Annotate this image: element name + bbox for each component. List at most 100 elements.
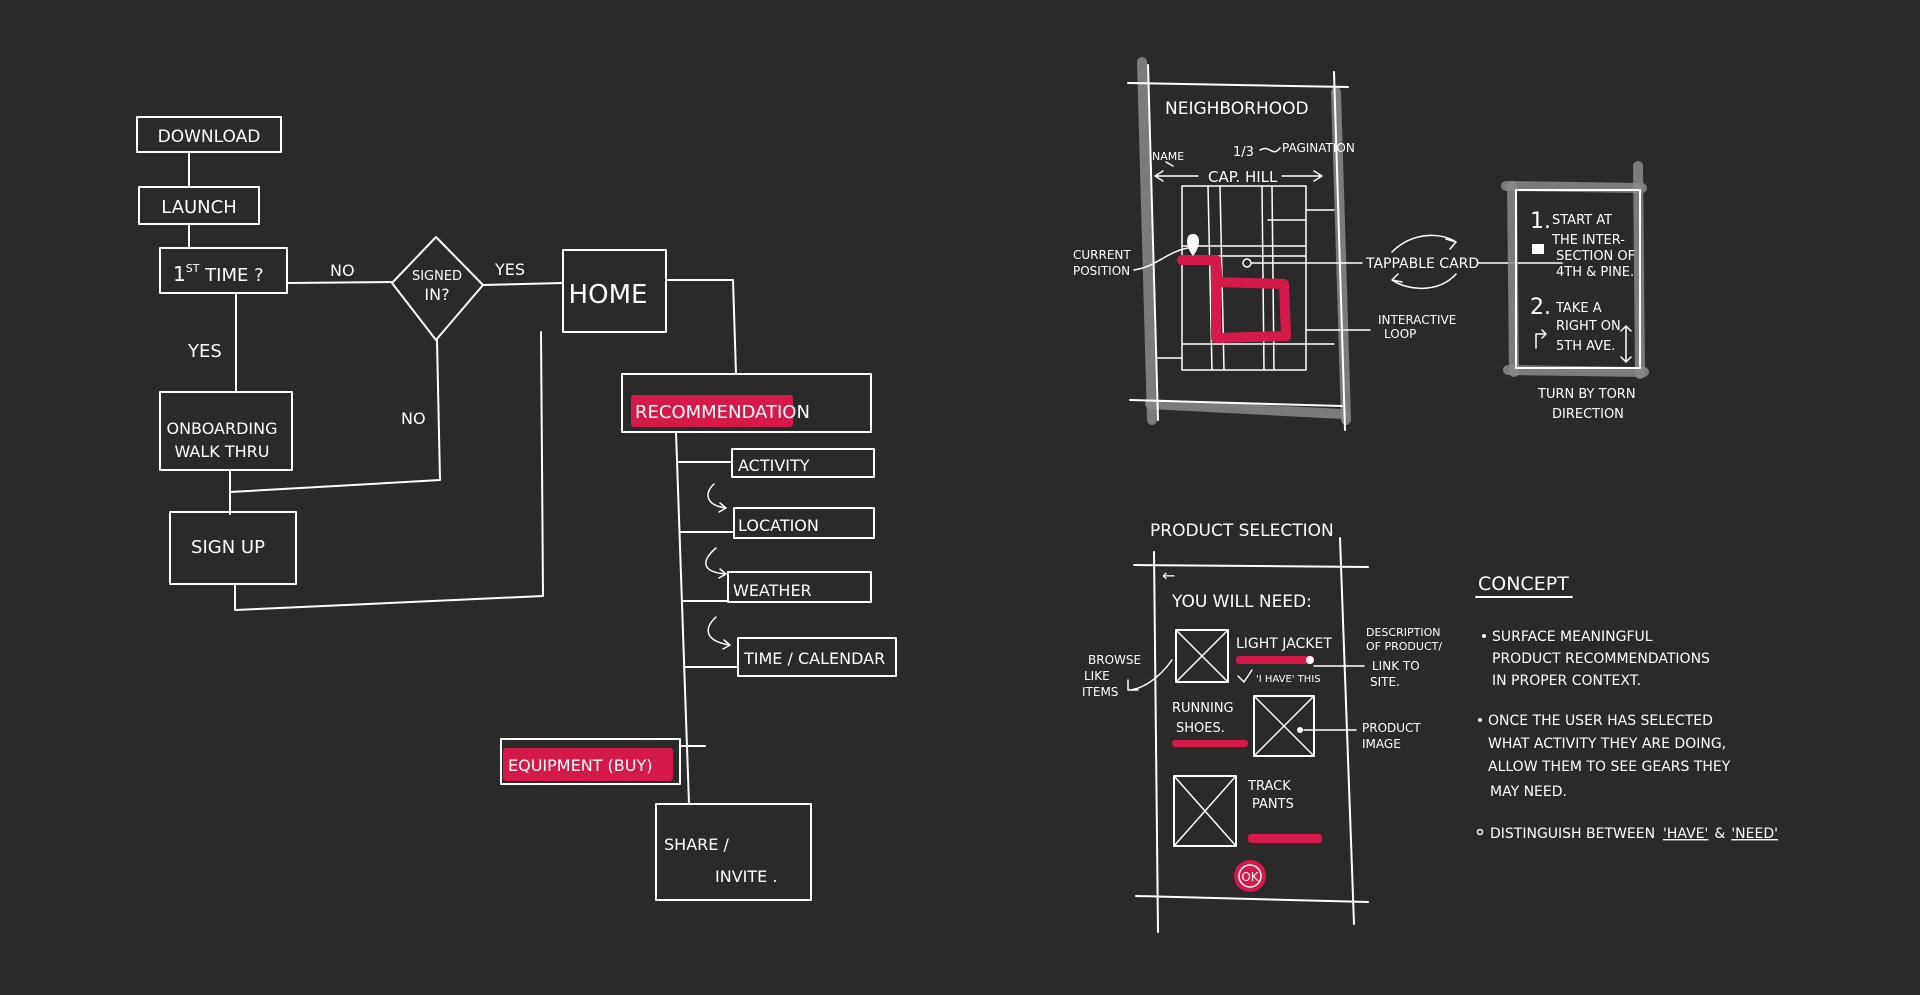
turn-caption-line1: TURN BY TORN (1537, 387, 1636, 402)
flow-arrow-3 (707, 616, 731, 646)
browse-pointer (1127, 659, 1173, 691)
step2-number: 2. (1530, 295, 1551, 320)
card-marker-bottom (1503, 365, 1649, 377)
bullet-2-line3: ALLOW THEM TO SEE GEARS THEY (1488, 759, 1731, 775)
you-will-need-label: YOU WILL NEED: (1171, 592, 1312, 612)
product-top-edge (1133, 564, 1369, 568)
first-time-label: 1ST TIME ? (173, 262, 264, 286)
browse-line3: ITEMS (1082, 685, 1118, 699)
bullet-1-line2: PRODUCT RECOMMENDATIONS (1492, 651, 1710, 667)
invite-label: INVITE . (715, 867, 777, 886)
activity-label: ACTIVITY (738, 456, 810, 475)
activity-node: ACTIVITY (677, 448, 875, 478)
light-jacket-link-dot (1306, 656, 1314, 664)
equipment-node: EQUIPMENT (BUY) (500, 738, 706, 785)
checkmark-icon[interactable] (1237, 669, 1253, 683)
time-calendar-node: TIME / CALENDAR (683, 637, 897, 677)
first-time-node: 1ST TIME ? (159, 247, 288, 294)
bullet-3-amp: & (1714, 826, 1725, 842)
map-frame (1181, 185, 1307, 371)
first-time-box (159, 247, 288, 294)
swipe-left-arrow-icon (1391, 273, 1457, 290)
connector-signedin-home (482, 282, 564, 286)
description-line1: DESCRIPTION (1366, 626, 1440, 639)
right-turn-icon (1535, 329, 1547, 349)
tappable-card-annotation: TAPPABLE CARD (1365, 256, 1479, 272)
launch-node: LAUNCH (138, 186, 260, 225)
name-annotation: NAME (1152, 150, 1184, 163)
flow-arrow-head-2 (718, 568, 727, 579)
flow-arrow-2 (705, 547, 727, 575)
running-shoes-name-line1: RUNNING (1172, 701, 1234, 716)
phone-right-edge (1333, 71, 1346, 431)
phone-left-edge (1147, 64, 1159, 421)
share-invite-node: SHARE / INVITE . (655, 803, 812, 901)
back-arrow-icon[interactable]: ← (1162, 566, 1175, 585)
pagination-count: 1/3 (1233, 145, 1254, 160)
connector-firsttime-signedin (286, 281, 393, 284)
interactive-loop-route (1177, 255, 1291, 343)
card-marker-left (1507, 181, 1519, 377)
link-line2: SITE. (1370, 675, 1400, 689)
bullet-3-need: 'NEED' (1731, 826, 1778, 842)
product-item-track-pants[interactable]: TRACK PANTS (1173, 775, 1322, 847)
current-position-icon (1187, 234, 1199, 256)
step1-line4: 4TH & PINE. (1556, 265, 1634, 280)
product-bottom-edge (1135, 895, 1369, 903)
step2-line3: 5TH AVE. (1556, 339, 1615, 354)
tappable-card-dot (1242, 258, 1252, 268)
track-pants-link-bar (1248, 834, 1322, 843)
equipment-box (500, 738, 681, 785)
launch-label: LAUNCH (161, 197, 237, 218)
weather-box (727, 571, 872, 603)
area-name: CAP. HILL (1208, 168, 1278, 186)
card-frame (1515, 189, 1641, 369)
swipe-right-arrow-icon (1391, 234, 1457, 253)
marker-right-edge (1331, 87, 1351, 425)
download-node: DOWNLOAD (136, 116, 282, 153)
recommendation-label: RECOMMENDATION (635, 402, 810, 423)
light-jacket-image (1175, 629, 1229, 683)
ok-button[interactable]: OK (1234, 860, 1266, 892)
product-left-edge (1153, 551, 1159, 933)
home-label: HOME (569, 280, 648, 310)
product-item-running-shoes[interactable]: RUNNING SHOES. (1172, 695, 1315, 757)
step1-line1: START AT (1552, 213, 1612, 228)
sign-up-label: SIGN UP (191, 537, 265, 558)
yes-label-2: YES (187, 341, 222, 362)
location-node: LOCATION (679, 507, 875, 539)
time-calendar-box (737, 637, 897, 677)
neighborhood-screen-sketch: NEIGHBORHOOD NAME 1/3 PAGINATION CAP. HI… (1073, 57, 1563, 431)
flow-arrow-head-1 (718, 502, 727, 513)
share-invite-box (655, 803, 812, 901)
product-selection-title: PRODUCT SELECTION (1150, 521, 1334, 541)
download-label: DOWNLOAD (158, 127, 261, 147)
concept-notes: CONCEPT SURFACE MEANINGFUL PRODUCT RECOM… (1475, 573, 1778, 842)
light-jacket-name: LIGHT JACKET (1236, 636, 1332, 652)
pagination-annotation: PAGINATION (1282, 141, 1355, 155)
bullet-2-line2: WHAT ACTIVITY THEY ARE DOING, (1488, 736, 1726, 752)
bullet-3-have: 'HAVE' (1663, 826, 1708, 842)
weather-node: WEATHER (681, 571, 872, 603)
running-shoes-placeholder-cross (1253, 695, 1315, 757)
bullet-2-line4: MAY NEED. (1490, 784, 1567, 800)
product-image-dot (1297, 727, 1303, 733)
street-3 (1261, 185, 1265, 371)
step1-number: 1. (1530, 209, 1551, 234)
product-item-light-jacket[interactable]: LIGHT JACKET 'I HAVE' THIS (1175, 629, 1332, 685)
no-label-1: NO (330, 261, 355, 280)
turn-by-turn-card: 1. START AT THE INTER- SECTION OF 4TH & … (1501, 161, 1649, 422)
phone-bottom-edge (1129, 399, 1343, 407)
next-arrow-icon (1281, 170, 1323, 182)
street-4 (1271, 185, 1275, 371)
product-right-edge (1339, 537, 1355, 925)
product-selection-sketch: PRODUCT SELECTION ← YOU WILL NEED: LIGHT… (1082, 521, 1442, 933)
home-node: HOME (562, 249, 667, 333)
route-connector (1211, 255, 1223, 289)
signed-in-label-line2: IN? (424, 285, 449, 304)
bullet-1-dot (1482, 634, 1486, 638)
product-image-line2: IMAGE (1362, 737, 1401, 751)
home-box (562, 249, 667, 333)
weather-label: WEATHER (733, 581, 812, 600)
